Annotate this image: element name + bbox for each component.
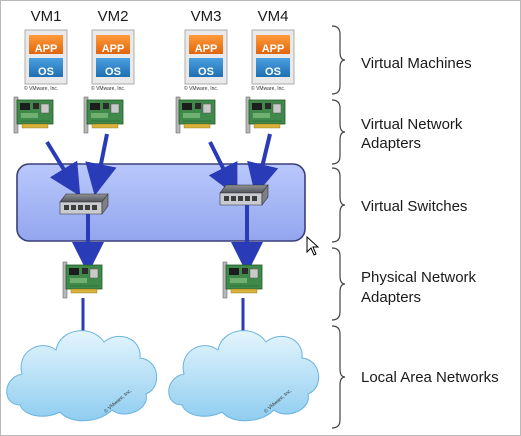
lan-cloud-2 (168, 330, 320, 422)
vm-box-2 (91, 29, 135, 85)
label-virtual-adapters-line1: Virtual Network (361, 116, 463, 133)
arrow-vnic1-to-switch (45, 140, 81, 197)
label-local-area-networks: Local Area Networks (361, 369, 499, 386)
vm3-app-text: APP (195, 43, 218, 55)
physical-nic-icon-2 (222, 261, 263, 299)
vm1-app-text: APP (35, 43, 58, 55)
label-physical-adapters-line1: Physical Network (361, 269, 477, 286)
virtual-nic-icon-3 (175, 96, 216, 134)
label-virtual-switches: Virtual Switches (361, 198, 468, 215)
vm1-os-text: OS (38, 66, 54, 78)
vm4-copyright: © VMware, Inc. (251, 86, 286, 92)
label-physical-adapters-line2: Adapters (361, 289, 422, 306)
arrow-vnic3-to-switch (208, 141, 238, 197)
brace-physical-adapters (331, 247, 346, 321)
brace-virtual-switches (331, 167, 346, 243)
virtual-switch-icon-1 (59, 193, 109, 215)
arrow-vnic2-to-switch (85, 133, 117, 196)
vm-box-3 (184, 29, 228, 85)
vm4-app-text: APP (262, 43, 285, 55)
vm-label-1: VM1 (30, 8, 62, 25)
lan-cloud-1 (6, 330, 158, 422)
vm3-os-text: OS (198, 66, 214, 78)
arrow-vnic4-to-switch (247, 133, 279, 196)
label-virtual-adapters-line2: Adapters (361, 135, 422, 152)
label-virtual-machines: Virtual Machines (361, 55, 472, 72)
vm3-copyright: © VMware, Inc. (184, 86, 219, 92)
vm-label-2: VM2 (97, 8, 129, 25)
brace-virtual-machines (331, 25, 346, 95)
brace-local-area-networks (331, 325, 346, 429)
vm2-os-text: OS (105, 66, 121, 78)
physical-nic-icon-1 (62, 261, 103, 299)
vm-label-3: VM3 (190, 8, 222, 25)
vm-label-4: VM4 (257, 8, 289, 25)
vm1-copyright: © VMware, Inc. (24, 86, 59, 92)
mouse-cursor-icon (306, 236, 320, 256)
virtual-nic-icon-2 (83, 96, 124, 134)
virtual-switch-icon-2 (219, 184, 269, 206)
vm-box-4 (251, 29, 295, 85)
brace-virtual-adapters (331, 99, 346, 165)
vm2-copyright: © VMware, Inc. (91, 86, 126, 92)
virtual-nic-icon-1 (13, 96, 54, 134)
vm2-app-text: APP (102, 43, 125, 55)
vm4-os-text: OS (265, 66, 281, 78)
vm-box-1 (24, 29, 68, 85)
virtual-nic-icon-4 (245, 96, 286, 134)
